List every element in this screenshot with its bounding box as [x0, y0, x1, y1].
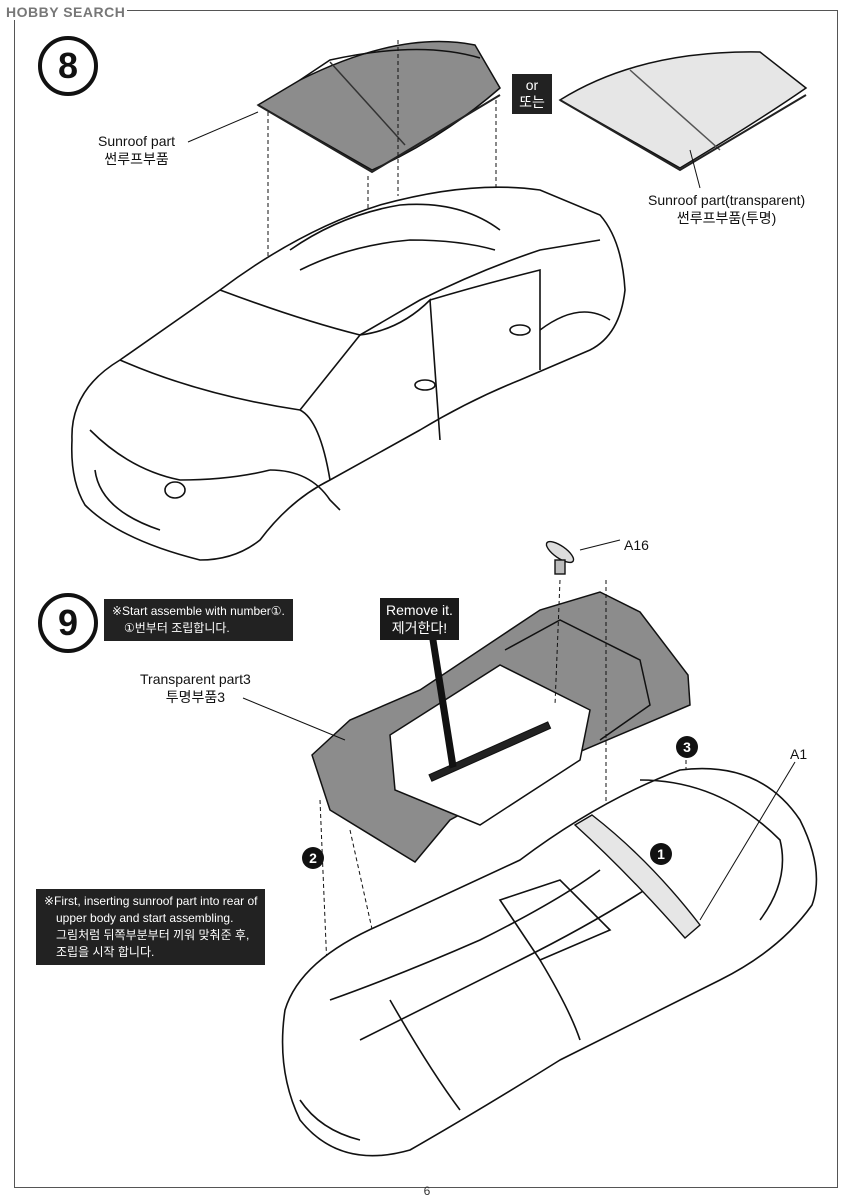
sunroof-transparent-label-ko: 썬루프부품(투명): [676, 210, 777, 226]
a1-label: A1: [790, 746, 808, 762]
leader-lines: [187, 111, 701, 741]
sunroof-part-transparent: [558, 51, 808, 172]
transparent-part3-label: Transparent part3 투명부품3: [140, 670, 251, 706]
sunroof-transparent-label-en: Sunroof part(transparent): [648, 192, 806, 208]
or-box: or 또는: [512, 74, 552, 114]
watermark: HOBBY SEARCH: [4, 4, 128, 20]
remove-it-box: Remove it. 제거한다!: [380, 598, 459, 640]
sunroof-part-label-en: Sunroof part: [98, 133, 176, 149]
remove-it-ko: 제거한다!: [391, 620, 448, 636]
order-2-badge: 2: [302, 847, 324, 869]
a16-label: A16: [624, 537, 649, 553]
transparent-part3-label-en: Transparent part3: [140, 671, 251, 687]
order-3-badge: 3: [676, 736, 698, 758]
note-first-line4: 조립을 시작 합니다.: [56, 945, 155, 959]
note-first-line2: upper body and start assembling.: [56, 911, 234, 925]
step-9-badge: 9: [38, 593, 98, 653]
sunroof-part-label: Sunroof part 썬루프부품: [98, 132, 175, 168]
sunroof-transparent-label: Sunroof part(transparent) 썬루프부품(투명): [648, 191, 805, 227]
remove-bar: [428, 639, 552, 782]
or-text-en: or: [525, 77, 539, 93]
or-text-ko: 또는: [519, 94, 545, 110]
note-start-assemble: ※Start assemble with number①. ①번부터 조립합니다…: [104, 599, 293, 641]
step-9-number: 9: [57, 602, 79, 643]
part-a1: [573, 761, 796, 939]
step-8-number: 8: [57, 45, 79, 86]
note-first-insert: ※First, inserting sunroof part into rear…: [36, 889, 266, 965]
sunroof-part-gray: [256, 40, 501, 174]
car-upper-body-step9: [281, 767, 818, 1157]
note-first-line3: 그림처럼 뒤쪽부분부터 끼워 맞춰준 후,: [56, 928, 250, 942]
step-8-badge: 8: [38, 36, 98, 96]
page-frame: [14, 10, 838, 1188]
remove-it-en: Remove it.: [386, 602, 453, 618]
part-a16: [545, 539, 621, 706]
note-start-ko: ①번부터 조립합니다.: [124, 621, 230, 635]
car-body-step8: [70, 186, 626, 561]
transparent-part3-label-ko: 투명부품3: [165, 689, 226, 705]
sunroof-part-label-ko: 썬루프부품: [104, 151, 169, 167]
note-start-en: ※Start assemble with number①.: [112, 604, 285, 618]
order-1-badge: 1: [650, 843, 672, 865]
note-first-line1: ※First, inserting sunroof part into rear…: [44, 894, 258, 908]
page-number: 6: [423, 1184, 431, 1198]
